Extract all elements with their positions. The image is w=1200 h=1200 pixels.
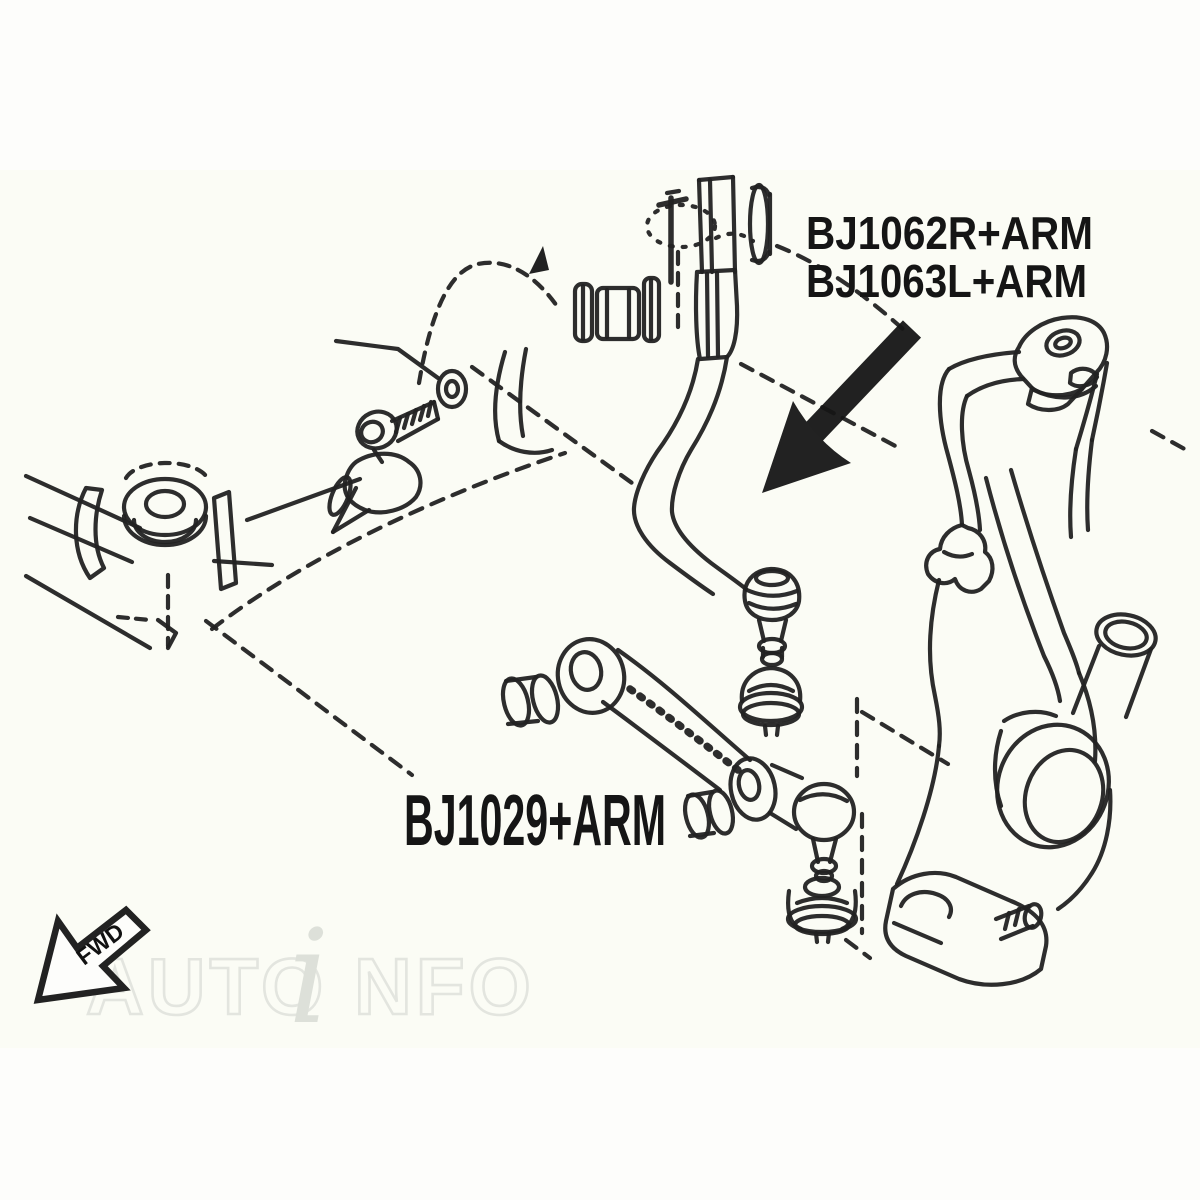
pivot-bolt-assembly bbox=[644, 182, 773, 335]
direction-tick-icon bbox=[529, 246, 549, 274]
label-upper-arm-right: BJ1062R+ARM bbox=[806, 207, 1093, 259]
lower-control-arm bbox=[500, 637, 859, 945]
hub-bore bbox=[995, 722, 1111, 850]
arm-hatching bbox=[626, 685, 742, 774]
stabilizer-bushing-hole bbox=[143, 488, 187, 520]
frame-outline-dashed bbox=[327, 246, 562, 517]
pinch-bolt bbox=[993, 902, 1044, 942]
frame-bracket bbox=[342, 451, 423, 515]
strut-mount-block bbox=[1012, 315, 1110, 398]
scan-tint-panel bbox=[0, 170, 1200, 1048]
watermark-i: i bbox=[288, 901, 330, 1053]
callout-arrow-icon bbox=[762, 320, 922, 493]
subframe-crossmember bbox=[23, 460, 372, 651]
assembly-dashed-lines bbox=[203, 243, 1193, 961]
lower-arm-rear-eye bbox=[728, 756, 778, 822]
lower-ball-joint-boot bbox=[785, 875, 859, 945]
mount-bolt-and-washer bbox=[333, 338, 469, 451]
label-upper-arm-left: BJ1063L+ARM bbox=[806, 255, 1087, 307]
upper-arm-bushing-housing bbox=[693, 267, 740, 362]
knuckle-lower-block bbox=[883, 870, 1049, 987]
label-lower-arm: BJ1029+ARM bbox=[404, 781, 666, 861]
washer bbox=[435, 368, 469, 410]
strut-bracket-bosses bbox=[924, 522, 995, 594]
lower-arm-front-eye bbox=[555, 637, 627, 715]
watermark-nfo: NFO bbox=[354, 942, 535, 1031]
upper-arm-bushing-stack bbox=[572, 275, 662, 344]
upper-ball-joint-boot bbox=[737, 665, 805, 738]
upper-control-arm bbox=[631, 174, 805, 738]
steering-knuckle bbox=[883, 315, 1158, 987]
stabilizer-bushing-outer bbox=[121, 476, 209, 538]
upper-ball-joint bbox=[742, 566, 802, 668]
autoinfo-watermark: AUTO i NFO bbox=[85, 901, 535, 1053]
lower-ball-joint bbox=[791, 781, 857, 884]
spindle bbox=[1070, 612, 1158, 720]
